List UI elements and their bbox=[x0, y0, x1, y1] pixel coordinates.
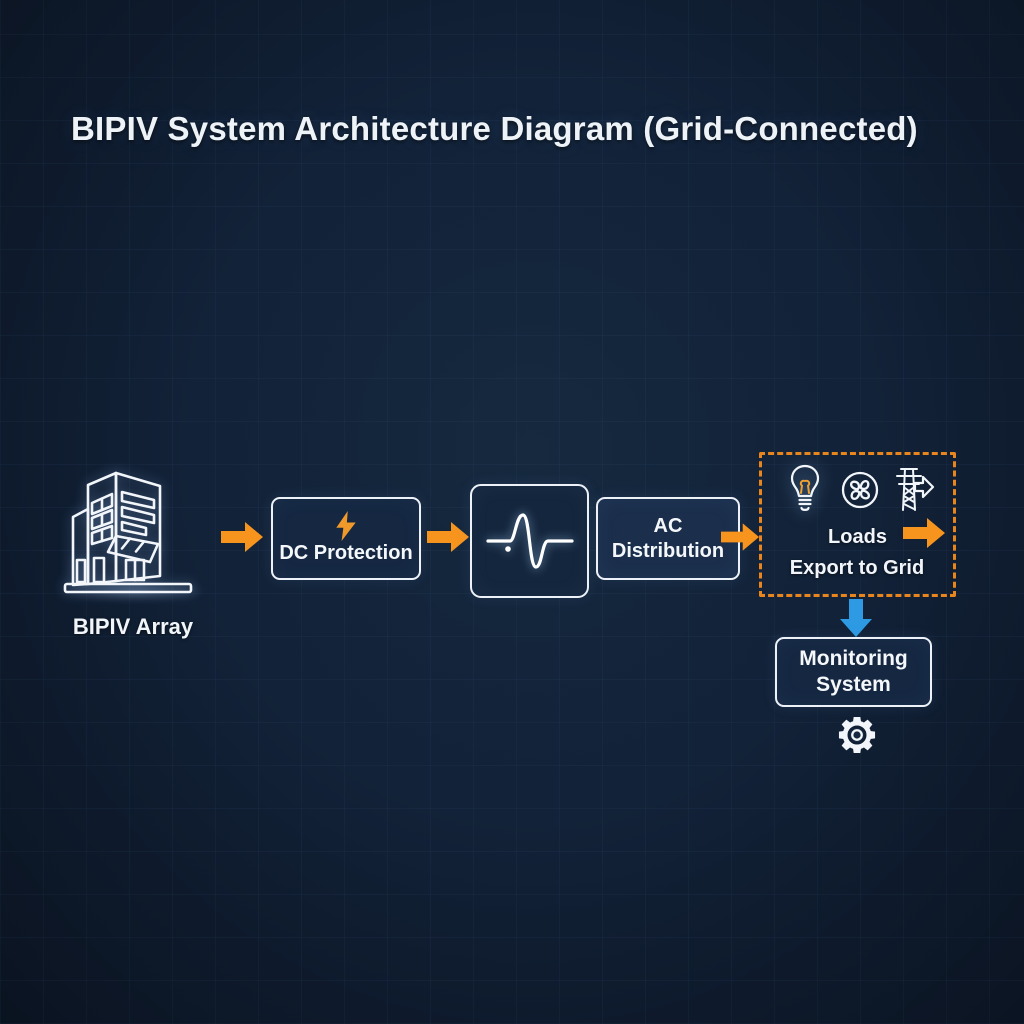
grid-export-arrow-icon bbox=[913, 475, 935, 499]
fan-icon bbox=[840, 470, 880, 510]
building-icon bbox=[58, 448, 198, 598]
transmission-tower-icon bbox=[888, 462, 935, 514]
loads-label: Loads bbox=[828, 526, 887, 548]
flow-arrow-3-icon bbox=[721, 522, 759, 552]
flow-arrow-2-icon bbox=[427, 522, 469, 552]
monitoring-system-label: Monitoring System bbox=[799, 646, 908, 696]
dc-protection-label: DC Protection bbox=[279, 542, 413, 564]
flow-arrow-1-icon bbox=[221, 522, 263, 552]
export-arrow-icon bbox=[903, 518, 945, 548]
ac-distribution-label: AC Distribution bbox=[611, 514, 725, 562]
monitoring-system-node: Monitoring System bbox=[775, 637, 932, 707]
monitoring-arrow-icon bbox=[840, 599, 872, 637]
lightning-bolt-icon bbox=[336, 511, 356, 541]
light-bulb-icon bbox=[789, 464, 821, 516]
gear-icon bbox=[838, 716, 876, 754]
array-label: BIPIV Array bbox=[72, 614, 194, 639]
inverter-node bbox=[470, 484, 589, 598]
export-to-grid-label: Export to Grid bbox=[789, 557, 925, 579]
loads-export-group bbox=[759, 452, 956, 597]
ac-distribution-node: AC Distribution bbox=[596, 497, 740, 580]
inverter-waveform-icon bbox=[484, 506, 576, 576]
dc-protection-node: DC Protection bbox=[271, 497, 421, 580]
page-title: BIPIV System Architecture Diagram (Grid-… bbox=[71, 110, 918, 147]
